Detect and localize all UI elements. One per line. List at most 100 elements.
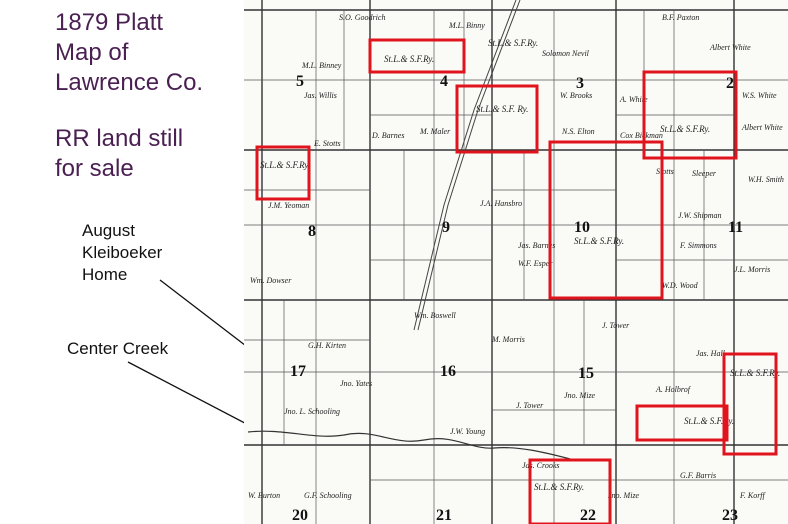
railroad-line [417,0,521,331]
owner-name: M. Morris [491,335,525,344]
creek-pointer-line [127,361,263,433]
rr-land-box[interactable] [368,38,466,74]
rr-land-box[interactable] [548,140,664,300]
owner-name: N.S. Elton [561,127,595,136]
owner-name: Stotts [656,167,674,176]
subtitle-line: for sale [55,155,134,182]
owner-name: Jno. Yates [340,379,372,388]
rr-land-note: RR land still for sale [55,124,240,184]
owner-name: Cox Bickman [620,131,663,140]
owner-name: B.F. Paxton [662,13,699,22]
owner-name: F. Simmons [679,241,717,250]
title-line: Map of [55,39,129,66]
owner-name: Wm. Dowser [250,276,292,285]
section-grid [244,0,788,524]
rr-land-box[interactable] [255,145,311,201]
owner-name: Jas. Willis [304,91,337,100]
section-number: 17 [290,363,306,380]
owner-name: J. Tower [602,321,630,330]
owner-name: Jas. Hall [696,349,726,358]
owner-name: G.F. Schooling [304,491,352,500]
owner-name: G.H. Kirten [308,341,346,350]
section-number: 3 [576,75,584,92]
section-number: 4 [440,73,448,90]
section-number: 9 [442,219,450,236]
owner-name: Solomon Nevil [542,49,590,58]
owner-name: Albert White [709,43,751,52]
owner-name: W.F. Esper [518,259,553,268]
plat-map[interactable]: 5 4 3 2 8 9 10 11 17 16 15 20 21 22 23 S… [244,0,788,524]
section-number: 8 [308,223,316,240]
section-number: 2 [726,75,734,92]
parcel-lines [244,10,788,524]
rr-parcel-label: St.L.& S.F. Ry. [476,104,528,114]
railroad-parcel-labels: St.L.& S.F.Ry. St.L.& S.F. Ry. St.L.& S.… [260,38,780,492]
owner-name: J.L. Morris [734,265,770,274]
owner-name: W.S. White [742,91,777,100]
rr-land-box[interactable] [635,404,729,442]
section-number: 5 [296,73,304,90]
owner-name: G.F. Barris [680,471,716,480]
center-creek-callout: Center Creek [67,339,169,358]
rr-parcel-label: St.L.& S.F.Ry. [730,368,780,378]
owner-name: W. Burton [248,491,280,500]
section-number: 23 [722,507,738,524]
map-title: 1879 Platt Map of Lawrence Co. [55,8,240,98]
owner-name: J.A. Hansbro [480,199,522,208]
rr-land-box[interactable] [642,70,738,160]
rr-parcel-label: St.L.& S.F.Ry. [684,416,734,426]
rr-parcel-label: St.L.& S.F.Ry. [488,38,538,48]
section-number: 21 [436,507,452,524]
owner-name: M.L. Binny [448,21,485,30]
owner-name: Jas. Barnes [518,241,555,250]
owner-name: A. Holbrof [655,385,692,394]
plat-map-image: 5 4 3 2 8 9 10 11 17 16 15 20 21 22 23 S… [244,0,788,524]
owner-name: M. Maler [419,127,451,136]
owner-names: S.O. Goodrich M.L. Binny B.F. Paxton Alb… [248,13,784,500]
owner-name: J.W. Young [450,427,485,436]
railroad-line [413,0,517,331]
rr-land-box[interactable] [455,84,539,154]
rr-land-box[interactable] [722,352,778,456]
rr-parcel-label: St.L.& S.F.Ry. [260,160,310,170]
owner-name: M.L. Binney [301,61,342,70]
owner-name: J.M. Yeoman [268,201,309,210]
owner-name: W.H. Smith [748,175,784,184]
owner-name: Albert White [741,123,783,132]
rr-land-highlights [255,38,778,524]
center-creek-line [247,430,575,461]
owner-name: E. Stotts [313,139,341,148]
callout-line: Home [82,265,128,284]
rr-parcel-label: St.L.& S.F.Ry. [534,482,584,492]
owner-name: Jno. Mize [564,391,596,400]
section-number: 10 [574,219,590,236]
owner-name: S.O. Goodrich [339,13,385,22]
owner-name: Jno. Mize [608,491,640,500]
section-number: 15 [578,365,594,382]
section-number: 22 [580,507,596,524]
owner-name: D. Barnes [371,131,404,140]
rr-parcel-label: St.L.& S.F.Ry. [660,124,710,134]
owner-name: W.D. Wood [662,281,699,290]
title-line: Lawrence Co. [55,69,204,96]
kleiboeker-home-callout: August Kleiboeker Home [82,220,162,286]
owner-name: W. Brooks [560,91,592,100]
owner-name: Jno. L. Schooling [284,407,340,416]
subtitle-line: RR land still [55,125,184,152]
section-number: 11 [728,219,743,236]
owner-name: J.W. Shipman [678,211,721,220]
rr-land-box[interactable] [528,458,612,524]
owner-name: Jas. Crooks [522,461,559,470]
title-line: 1879 Platt [55,9,164,36]
section-number: 20 [292,507,308,524]
section-number: 16 [440,363,456,380]
owner-name: Wm. Boswell [414,311,457,320]
rr-parcel-label: St.L.& S.F.Ry. [574,236,624,246]
callout-line: August [82,221,135,240]
owner-name: A. White [619,95,648,104]
callout-line: Kleiboeker [82,243,163,262]
owner-name: J. Tower [516,401,544,410]
owner-name: Sleeper [692,169,717,178]
owner-name: F. Korff [739,491,767,500]
rr-parcel-label: St.L.& S.F.Ry. [384,54,434,64]
